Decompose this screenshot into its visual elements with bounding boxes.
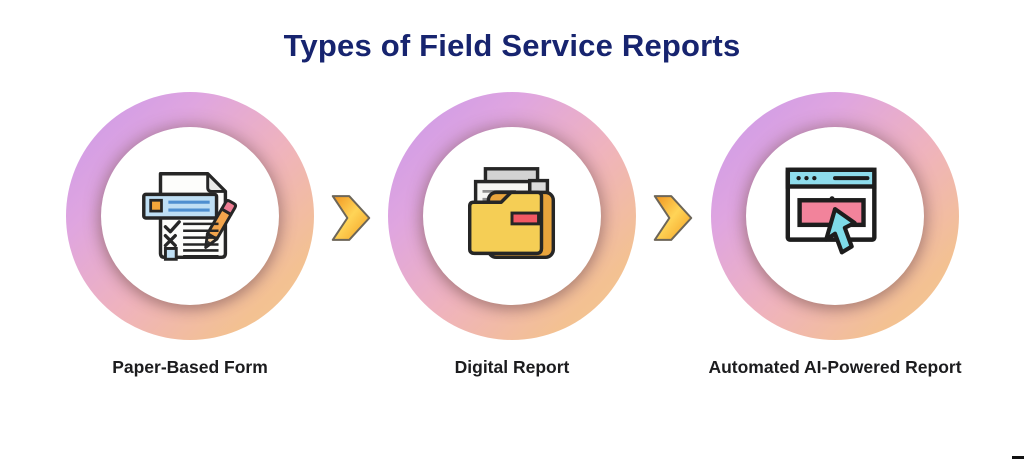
gradient-ring — [388, 92, 636, 340]
labels-row: Paper-Based Form Digital Report Automate… — [0, 357, 1024, 381]
ring-inner-circle — [746, 127, 924, 305]
label-automated-ai-report: Automated AI-Powered Report — [708, 357, 962, 377]
chevron-right-arrow — [330, 193, 372, 243]
folder-with-documents-icon — [453, 157, 571, 275]
corner-dash-mark — [1012, 456, 1024, 459]
ring-inner-circle — [423, 127, 601, 305]
gradient-ring — [711, 92, 959, 340]
gradient-ring — [66, 92, 314, 340]
chevron-right-arrow — [652, 193, 694, 243]
step-digital-report — [372, 92, 652, 340]
ring-inner-circle — [101, 127, 279, 305]
step-paper-based-form — [50, 92, 330, 340]
browser-cursor-icon — [776, 157, 894, 275]
paper-form-checklist-icon — [131, 157, 249, 275]
step-automated-ai-report — [695, 92, 975, 340]
label-paper-based-form: Paper-Based Form — [112, 357, 268, 377]
label-digital-report: Digital Report — [454, 357, 570, 377]
page-title: Types of Field Service Reports — [283, 28, 741, 63]
